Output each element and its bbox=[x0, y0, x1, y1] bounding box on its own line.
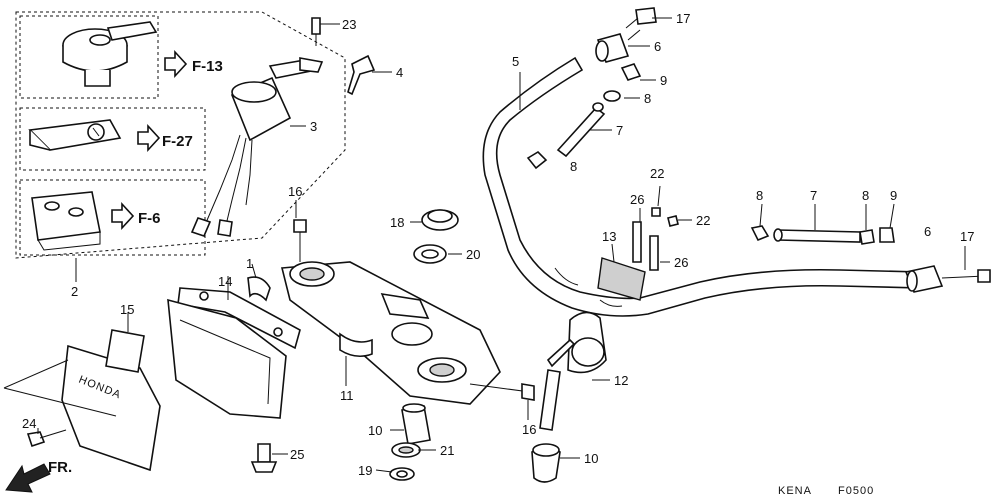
callout-7-left[interactable]: 7 bbox=[810, 188, 817, 203]
callout-24[interactable]: 24 bbox=[22, 416, 36, 431]
callout-6-top[interactable]: 6 bbox=[654, 39, 661, 54]
callout-13[interactable]: 13 bbox=[602, 229, 616, 244]
callout-10-right[interactable]: 10 bbox=[584, 451, 598, 466]
callout-2[interactable]: 2 bbox=[71, 284, 78, 299]
ignition-switch-drawing bbox=[190, 17, 376, 237]
callout-8-left-a[interactable]: 8 bbox=[756, 188, 763, 203]
callout-5[interactable]: 5 bbox=[512, 54, 519, 69]
handlebar-holder-drawing bbox=[539, 207, 679, 431]
switch-housing-drawing bbox=[31, 191, 101, 251]
callout-23[interactable]: 23 bbox=[342, 17, 356, 32]
callout-25[interactable]: 25 bbox=[290, 447, 304, 462]
callout-9-top[interactable]: 9 bbox=[660, 73, 667, 88]
callout-19[interactable]: 19 bbox=[358, 463, 372, 478]
cap-washer-drawing bbox=[413, 209, 459, 264]
frame-code: KENA bbox=[778, 485, 812, 497]
ref-f27[interactable]: F-27 bbox=[162, 133, 193, 150]
callout-17-top[interactable]: 17 bbox=[676, 11, 690, 26]
callout-8-mid[interactable]: 8 bbox=[570, 159, 577, 174]
callout-1[interactable]: 1 bbox=[246, 256, 253, 271]
ref-f6[interactable]: F-6 bbox=[138, 210, 161, 227]
bar-end-parts-right bbox=[526, 29, 642, 170]
front-marker: FR. bbox=[48, 459, 72, 476]
callout-labels: 23 4 3 2 5 17 6 9 8 7 8 22 26 22 8 7 8 9… bbox=[22, 11, 974, 478]
lock-assembly-drawing bbox=[28, 119, 122, 151]
callout-16-upper[interactable]: 16 bbox=[288, 184, 302, 199]
callout-4[interactable]: 4 bbox=[396, 65, 403, 80]
front-arrow-icon bbox=[5, 463, 51, 493]
callout-26-upper[interactable]: 26 bbox=[630, 192, 644, 207]
small-parts-drawing bbox=[26, 403, 561, 483]
callout-10-lower[interactable]: 10 bbox=[368, 423, 382, 438]
callout-8-left-b[interactable]: 8 bbox=[862, 188, 869, 203]
ref-arrows bbox=[111, 49, 188, 231]
callout-15[interactable]: 15 bbox=[120, 302, 134, 317]
callout-9-left[interactable]: 9 bbox=[890, 188, 897, 203]
handlebar-cover-drawing: HONDA bbox=[61, 298, 287, 472]
callout-21[interactable]: 21 bbox=[440, 443, 454, 458]
callout-22-upper[interactable]: 22 bbox=[650, 166, 664, 181]
callout-6-left[interactable]: 6 bbox=[924, 224, 931, 239]
callout-18[interactable]: 18 bbox=[390, 215, 404, 230]
callout-20[interactable]: 20 bbox=[466, 247, 480, 262]
callout-26-lower[interactable]: 26 bbox=[674, 255, 688, 270]
callout-3[interactable]: 3 bbox=[310, 119, 317, 134]
callout-17-left[interactable]: 17 bbox=[960, 229, 974, 244]
leader-lines bbox=[3, 17, 966, 473]
callout-12[interactable]: 12 bbox=[614, 373, 628, 388]
handlebar-drawing bbox=[482, 56, 923, 317]
callout-7-top[interactable]: 7 bbox=[616, 123, 623, 138]
callout-11[interactable]: 11 bbox=[340, 388, 354, 403]
callout-14[interactable]: 14 bbox=[218, 274, 232, 289]
bar-end-parts-left bbox=[625, 7, 991, 293]
top-bridge-drawing bbox=[280, 219, 535, 405]
ignition-cap-drawing bbox=[62, 21, 158, 87]
callout-16-lower[interactable]: 16 bbox=[522, 422, 536, 437]
ref-f13[interactable]: F-13 bbox=[192, 58, 223, 75]
inset-box bbox=[15, 11, 346, 259]
callout-8-top[interactable]: 8 bbox=[644, 91, 651, 106]
callout-22-lower[interactable]: 22 bbox=[696, 213, 710, 228]
figure-code: F0500 bbox=[838, 485, 874, 497]
